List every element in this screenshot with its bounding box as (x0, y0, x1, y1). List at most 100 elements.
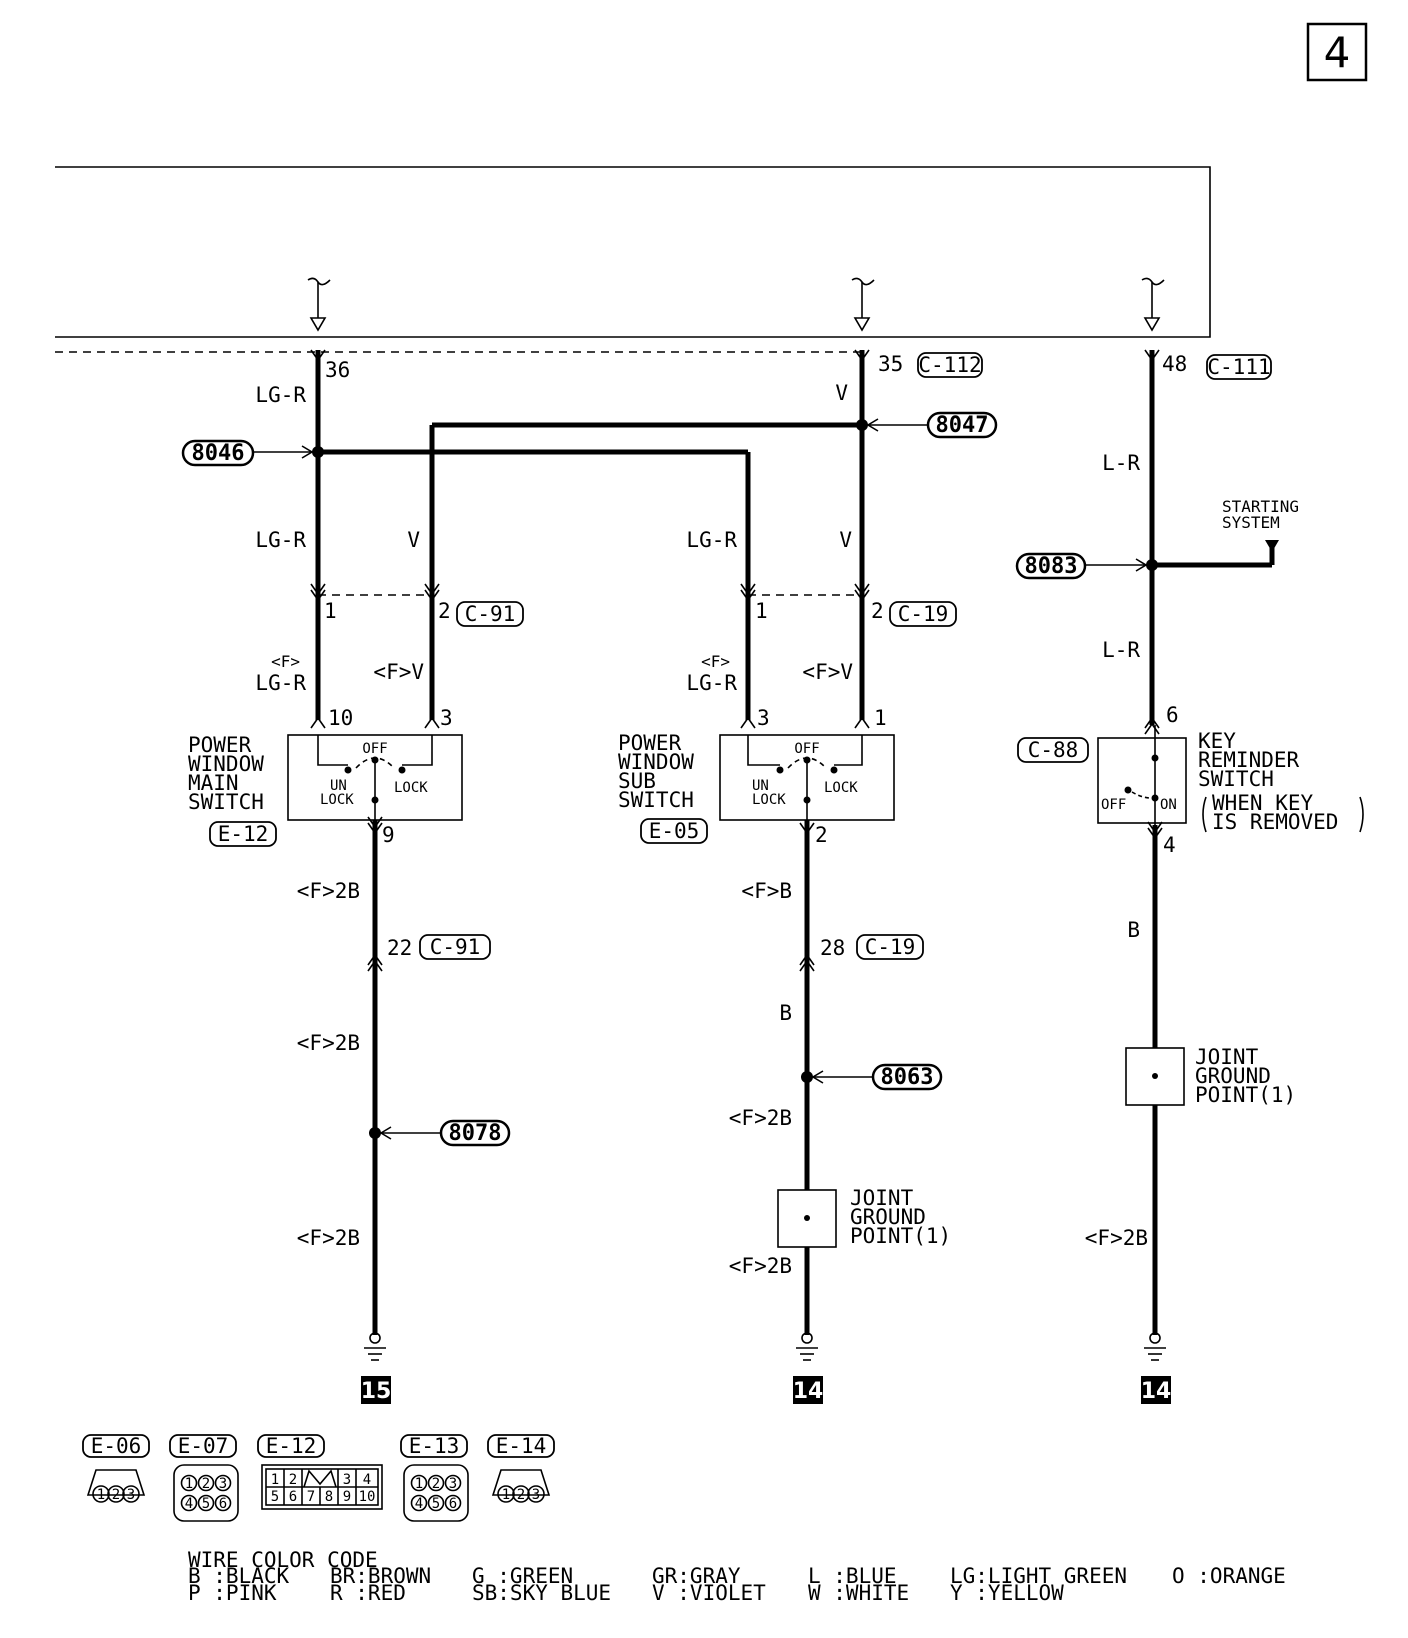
svg-text:<F>V: <F>V (373, 660, 424, 684)
svg-text:IS REMOVED: IS REMOVED (1212, 810, 1338, 834)
main-switch-label: POWER WINDOW MAIN SWITCH (188, 733, 264, 814)
svg-text:C-19: C-19 (865, 935, 916, 959)
svg-text:SB:SKY BLUE: SB:SKY BLUE (472, 1581, 611, 1605)
svg-text:8: 8 (325, 1489, 333, 1505)
svg-text:14: 14 (793, 1379, 824, 1404)
power-window-main-switch: OFF UN LOCK LOCK (287, 734, 463, 821)
svg-text:7: 7 (307, 1489, 315, 1505)
svg-text:6: 6 (449, 1496, 457, 1512)
svg-text:R :RED: R :RED (330, 1581, 406, 1605)
starting-system-label: STARTING SYSTEM (1222, 497, 1299, 532)
svg-text:2: 2 (432, 1476, 440, 1492)
svg-text:REMINDER: REMINDER (1198, 748, 1300, 772)
svg-text:<F>2B: <F>2B (297, 1031, 360, 1055)
upstream-frame (55, 166, 1211, 361)
ground-15: 15 (361, 1332, 391, 1404)
svg-text:2: 2 (517, 1487, 525, 1503)
svg-text:E-12: E-12 (218, 822, 269, 846)
svg-text:B: B (779, 1001, 792, 1025)
svg-text:W :WHITE: W :WHITE (808, 1581, 909, 1605)
svg-text:4: 4 (363, 1472, 371, 1488)
svg-text:GR:GRAY: GR:GRAY (652, 1564, 741, 1588)
svg-text:E-14: E-14 (496, 1434, 547, 1458)
svg-text:BR:BROWN: BR:BROWN (330, 1564, 431, 1588)
svg-text:V :VIOLET: V :VIOLET (652, 1581, 766, 1605)
svg-text:1: 1 (502, 1487, 510, 1503)
wire-color-code: WIRE COLOR CODE B :BLACK BR:BROWN G :GRE… (188, 1548, 1286, 1605)
svg-text:36: 36 (325, 358, 350, 382)
svg-text:5: 5 (202, 1496, 210, 1512)
svg-text:8047: 8047 (936, 413, 989, 438)
page-number-box: 4 (1306, 22, 1368, 82)
svg-text:LOCK: LOCK (320, 792, 354, 808)
svg-text:LG-R: LG-R (686, 528, 737, 552)
svg-text:V: V (407, 528, 420, 552)
svg-text:STARTING: STARTING (1222, 497, 1299, 516)
svg-text:POWER: POWER (188, 733, 252, 757)
svg-text:14: 14 (1141, 1379, 1172, 1404)
svg-text:C-112: C-112 (918, 353, 981, 377)
svg-text:<F>2B: <F>2B (297, 879, 360, 903)
splice-8083: 8083 (1015, 552, 1148, 580)
svg-text:1: 1 (271, 1472, 279, 1488)
splice-points (312, 419, 1158, 1139)
svg-text:WHEN KEY: WHEN KEY (1212, 791, 1314, 815)
splice-8047: 8047 (866, 411, 998, 439)
svg-text:3: 3 (449, 1476, 457, 1492)
svg-text:6: 6 (1166, 703, 1179, 727)
svg-text:4: 4 (185, 1496, 193, 1512)
svg-text:LOCK: LOCK (824, 780, 858, 796)
sub-switch-label: POWER WINDOW SUB SWITCH (618, 731, 694, 812)
svg-text:KEY: KEY (1198, 729, 1236, 753)
svg-text:3: 3 (219, 1476, 227, 1492)
splice-8046: 8046 (181, 439, 314, 467)
svg-text:2: 2 (815, 823, 828, 847)
svg-text:8083: 8083 (1025, 554, 1078, 579)
svg-text:3: 3 (532, 1487, 540, 1503)
svg-text:<F>2B: <F>2B (729, 1106, 792, 1130)
svg-text:<F>: <F> (701, 652, 730, 671)
svg-text:UN: UN (330, 778, 347, 794)
page-number: 4 (1324, 28, 1351, 77)
svg-text:GROUND: GROUND (1195, 1064, 1271, 1088)
svg-text:C-88: C-88 (1028, 738, 1079, 762)
svg-text:9: 9 (343, 1489, 351, 1505)
svg-text:<F>V: <F>V (802, 660, 853, 684)
joint-ground-point-sub: JOINT GROUND POINT(1) (777, 1186, 951, 1248)
wire-color-labels: LG-R V L-R LG-R V LG-R V L-R <F> LG-R <F… (255, 381, 1148, 1278)
svg-text:LOCK: LOCK (752, 792, 786, 808)
joint-ground-point-key: JOINT GROUND POINT(1) (1125, 1045, 1296, 1107)
svg-text:35: 35 (878, 352, 903, 376)
svg-text:G :GREEN: G :GREEN (472, 1564, 573, 1588)
svg-text:10: 10 (359, 1489, 376, 1505)
svg-text:C-111: C-111 (1207, 355, 1270, 379)
svg-text:2: 2 (871, 599, 884, 623)
connector-view-e13: E-13 1 2 3 4 5 6 (400, 1434, 469, 1522)
svg-text:L :BLUE: L :BLUE (808, 1564, 897, 1588)
svg-text:SWITCH: SWITCH (1198, 767, 1274, 791)
ground-14-key: 14 (1141, 1332, 1172, 1404)
svg-text:UN: UN (752, 778, 769, 794)
connector-arrows (310, 583, 1163, 972)
svg-text:POINT(1): POINT(1) (1195, 1083, 1296, 1107)
svg-text:POINT(1): POINT(1) (850, 1224, 951, 1248)
svg-text:9: 9 (382, 823, 395, 847)
svg-text:SYSTEM: SYSTEM (1222, 513, 1280, 532)
svg-text:OFF: OFF (794, 741, 819, 757)
svg-text:48: 48 (1162, 352, 1187, 376)
pin-numbers: 36 35 48 1 2 1 2 10 3 3 1 9 2 22 28 6 4 (324, 352, 1187, 960)
svg-text:ON: ON (1160, 797, 1177, 813)
svg-text:1: 1 (97, 1487, 105, 1503)
svg-text:1: 1 (755, 599, 768, 623)
svg-text:E-13: E-13 (409, 1434, 460, 1458)
connector-labels: C-112 C-111 C-91 C-19 C-91 C-19 C-88 E-1… (209, 352, 1272, 960)
svg-text:8046: 8046 (192, 441, 245, 466)
svg-text:SWITCH: SWITCH (188, 790, 264, 814)
svg-text:8063: 8063 (881, 1065, 934, 1090)
svg-text:OFF: OFF (1101, 797, 1126, 813)
svg-text:3: 3 (127, 1487, 135, 1503)
svg-text:3: 3 (757, 706, 770, 730)
key-reminder-switch: OFF ON (1097, 737, 1187, 824)
key-reminder-label: KEY REMINDER SWITCH WHEN KEY IS REMOVED (1198, 729, 1364, 834)
